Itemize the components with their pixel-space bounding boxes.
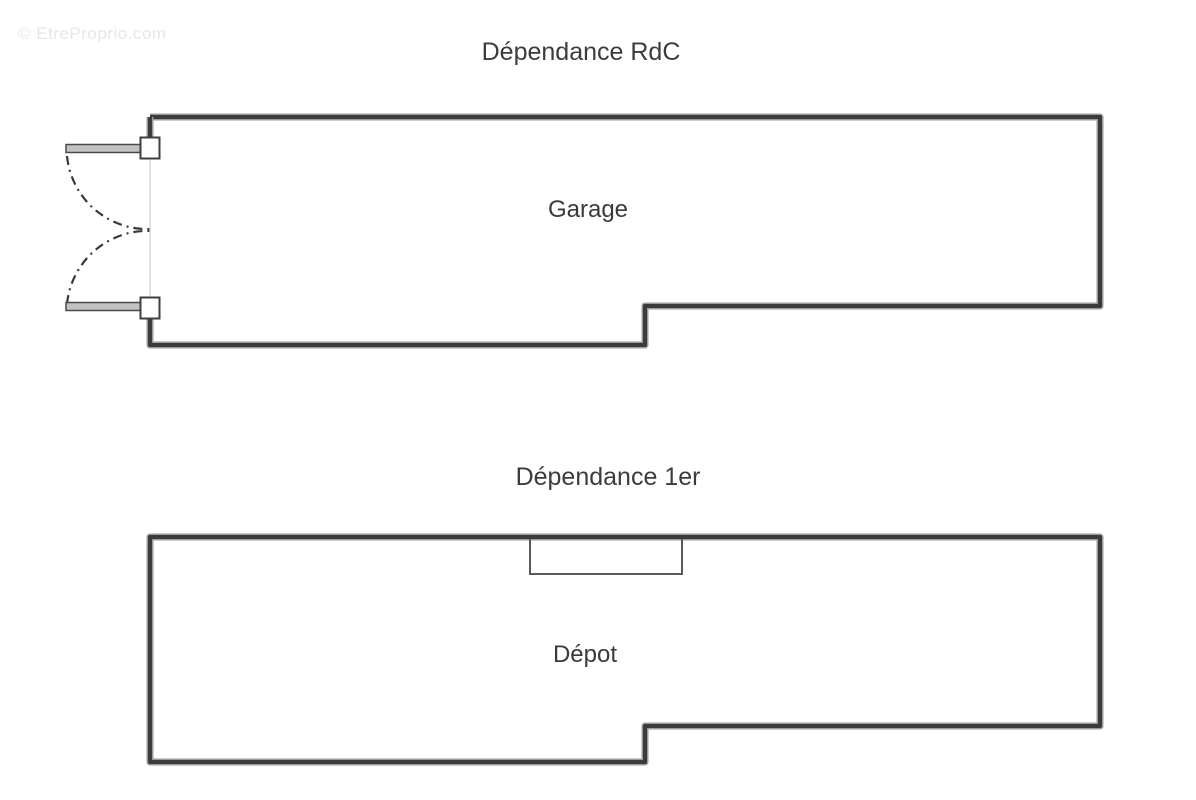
plan-rdc-outline <box>146 113 1104 349</box>
door-swing-arc-top <box>65 155 153 231</box>
garage-wall-inner <box>148 115 1102 347</box>
plan-1er-outline <box>146 533 1104 766</box>
wall-recess-rectangle <box>529 539 683 575</box>
plan-title-rdc: Dépendance RdC <box>481 38 681 66</box>
depot-wall-outer <box>146 533 1104 766</box>
door-swing-arc-bottom <box>65 229 153 305</box>
room-label-garage: Garage <box>547 196 629 223</box>
door-leaf-top <box>65 143 142 154</box>
watermark: © EtreProprio.com <box>18 24 167 43</box>
door-hinge-post-top <box>139 136 161 160</box>
plan-title-1er: Dépendance 1er <box>515 463 701 491</box>
garage-door <box>65 136 161 320</box>
garage-wall-outer <box>146 113 1104 349</box>
door-leaf-bottom <box>65 301 142 312</box>
door-hinge-post-bottom <box>139 296 161 320</box>
room-label-depot: Dépot <box>552 641 618 668</box>
depot-wall-inner <box>148 535 1102 764</box>
